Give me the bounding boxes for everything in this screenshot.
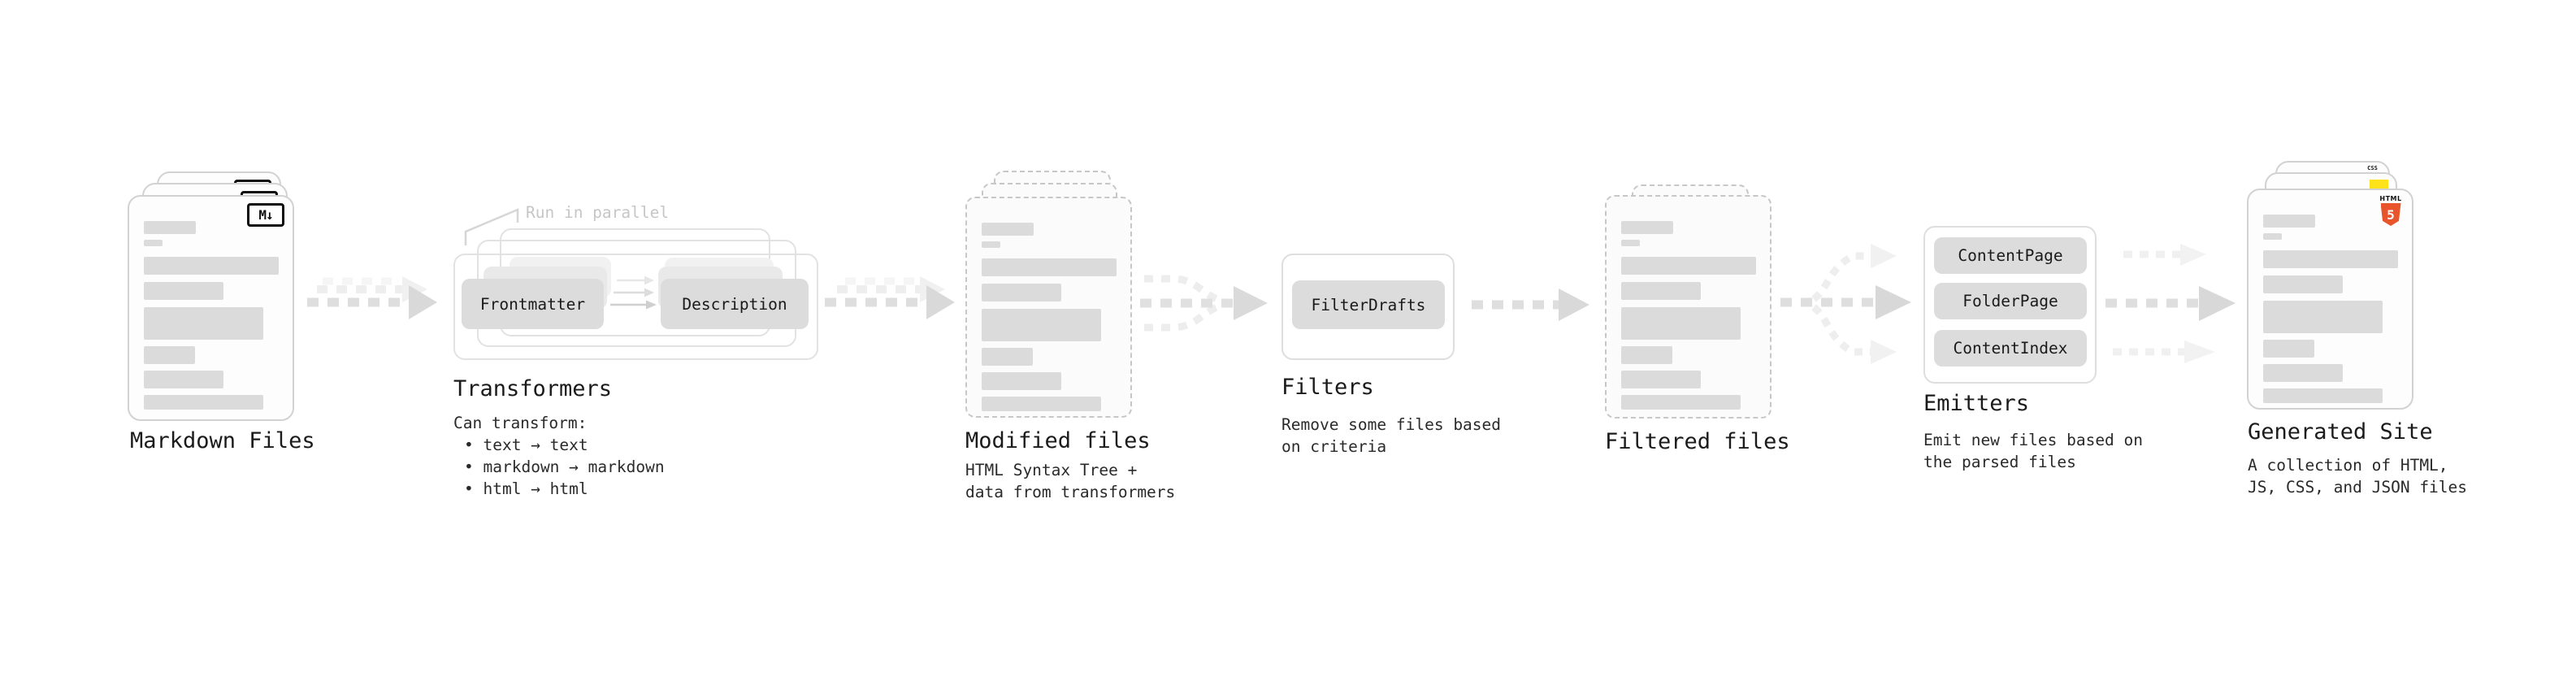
placeholder-bar <box>1621 240 1640 246</box>
caption-line: the parsed files <box>1923 453 2076 471</box>
document-placeholder-lines <box>129 197 293 410</box>
placeholder-bar <box>1621 257 1756 275</box>
placeholder-bar <box>982 223 1034 236</box>
transformer-layer-front <box>453 254 818 360</box>
placeholder-bar <box>2263 388 2383 403</box>
flow-arrow-dashed <box>307 276 437 319</box>
caption-line: HTML Syntax Tree + <box>965 461 1138 479</box>
document-placeholder-lines <box>2249 190 2412 403</box>
generated-site-caption: A collection of HTML, JS, CSS, and JSON … <box>2248 454 2467 498</box>
emitters-caption: Emit new files based on the parsed files <box>1923 429 2143 473</box>
filtered-file-card-front <box>1605 195 1772 419</box>
javascript-icon <box>2370 180 2388 189</box>
placeholder-bar <box>1621 346 1672 364</box>
caption-bullet: • html → html <box>464 479 588 498</box>
emitter-content-page-box: ContentPage <box>1934 237 2087 274</box>
placeholder-bar <box>1621 282 1701 300</box>
html5-icon: HTML 5 <box>2379 195 2402 226</box>
markdown-icon: M↓ <box>247 203 284 227</box>
transformers-caption: Can transform: • text → text • markdown … <box>453 412 665 500</box>
document-placeholder-lines <box>1607 197 1770 410</box>
placeholder-bar <box>2263 215 2315 228</box>
flow-arrow-converge <box>1140 275 1268 332</box>
modified-file-card-front <box>965 197 1132 418</box>
placeholder-bar <box>144 257 279 275</box>
caption-line: data from transformers <box>965 483 1176 501</box>
caption-bullet: • markdown → markdown <box>464 458 665 476</box>
placeholder-bar <box>2263 340 2314 358</box>
flow-arrow-triple <box>2105 244 2236 363</box>
flow-arrow-diverge <box>1780 244 1911 364</box>
generated-site-card-html: HTML 5 <box>2247 189 2413 410</box>
flow-arrow-dashed <box>825 276 955 319</box>
stage-title-markdown-files: Markdown Files <box>130 428 315 453</box>
stage-title-emitters: Emitters <box>1923 391 2030 416</box>
placeholder-bar <box>144 221 196 234</box>
placeholder-bar <box>982 309 1101 341</box>
filters-caption: Remove some files based on criteria <box>1281 414 1501 458</box>
run-in-parallel-annotation: Run in parallel <box>526 203 670 222</box>
placeholder-bar <box>1621 371 1701 388</box>
emitter-content-index-box: ContentIndex <box>1934 330 2087 367</box>
caption-bullet: • text → text <box>464 436 588 454</box>
placeholder-bar <box>144 240 163 246</box>
placeholder-bar <box>1621 221 1673 234</box>
placeholder-bar <box>144 371 223 388</box>
caption-line: JS, CSS, and JSON files <box>2248 478 2468 497</box>
modified-files-caption: HTML Syntax Tree + data from transformer… <box>965 459 1175 503</box>
placeholder-bar <box>1621 307 1741 340</box>
placeholder-bar <box>1621 395 1741 410</box>
caption-line: on criteria <box>1281 437 1387 456</box>
placeholder-bar <box>2263 364 2343 382</box>
annotation-leader-line <box>464 208 519 245</box>
caption-line: Remove some files based <box>1281 415 1502 434</box>
stage-title-transformers: Transformers <box>453 376 613 401</box>
placeholder-bar <box>144 307 263 340</box>
caption-line: A collection of HTML, <box>2248 456 2448 475</box>
stage-title-generated-site: Generated Site <box>2248 419 2433 445</box>
parallel-mini-arrows <box>610 275 657 310</box>
filter-drafts-box: FilterDrafts <box>1292 280 1445 329</box>
placeholder-bar <box>2263 250 2398 268</box>
placeholder-bar <box>2263 301 2383 333</box>
placeholder-bar <box>982 397 1101 411</box>
placeholder-bar <box>982 284 1061 301</box>
placeholder-bar <box>982 258 1117 276</box>
placeholder-bar <box>982 348 1033 366</box>
flow-arrow-dashed <box>1472 288 1589 321</box>
placeholder-bar <box>2263 233 2282 240</box>
stage-title-filtered-files: Filtered files <box>1605 429 1790 454</box>
transformer-description-box: Description <box>661 279 809 329</box>
caption-line: Emit new files based on <box>1923 431 2144 449</box>
caption-line: Can transform: <box>453 414 588 432</box>
placeholder-bar <box>144 395 263 410</box>
markdown-file-card-front: M↓ <box>128 195 294 421</box>
placeholder-bar <box>982 241 1000 248</box>
document-placeholder-lines <box>967 198 1130 411</box>
placeholder-bar <box>144 346 195 364</box>
stage-title-modified-files: Modified files <box>965 428 1151 453</box>
placeholder-bar <box>144 282 223 300</box>
stage-title-filters: Filters <box>1281 375 1374 400</box>
placeholder-bar <box>2263 275 2343 293</box>
transformer-frontmatter-box: Frontmatter <box>462 279 604 329</box>
emitter-folder-page-box: FolderPage <box>1934 283 2087 319</box>
placeholder-bar <box>982 372 1061 390</box>
